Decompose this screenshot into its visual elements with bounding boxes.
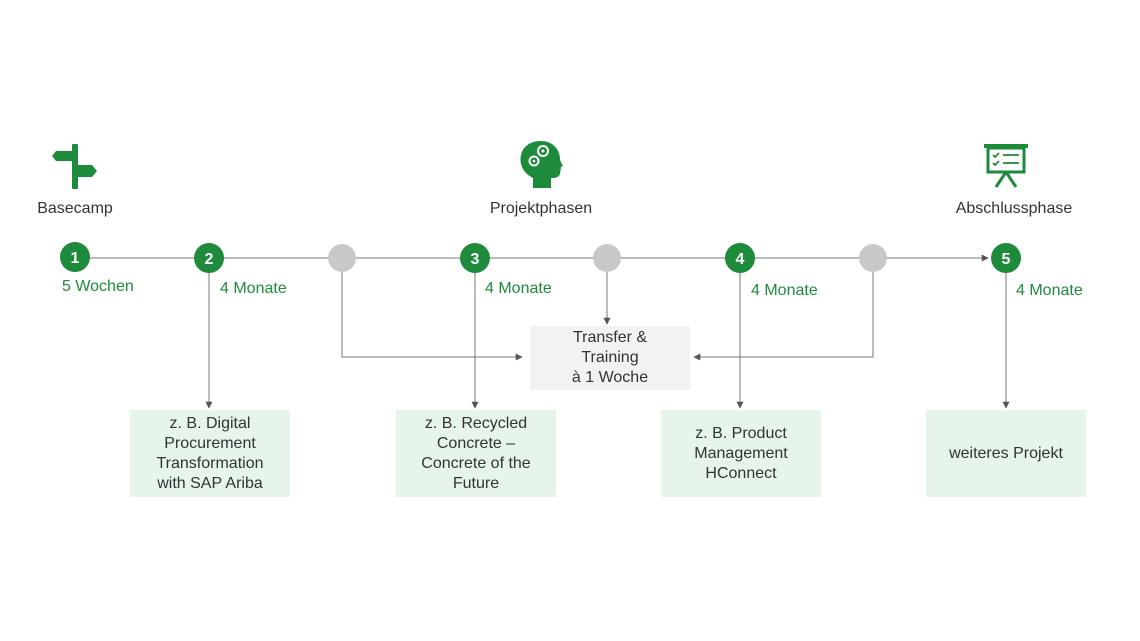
head-gears-icon bbox=[520, 141, 563, 188]
duration-label-2: 4 Monate bbox=[220, 280, 287, 297]
milestone-node-4 bbox=[725, 243, 755, 273]
project-box-2: z. B. Recycled Concrete – Concrete of th… bbox=[396, 410, 556, 497]
intermediate-node bbox=[859, 244, 887, 272]
duration-label-5: 4 Monate bbox=[1016, 282, 1083, 299]
milestone-number-4: 4 bbox=[736, 251, 745, 268]
project-box-text: z. B. Recycled Concrete – Concrete of th… bbox=[421, 414, 531, 492]
project-box-text: weiteres Projekt bbox=[949, 444, 1063, 462]
project-box-text: z. B. Product Management HConnect bbox=[694, 424, 788, 482]
milestone-node-2 bbox=[194, 243, 224, 273]
presentation-board-icon bbox=[984, 144, 1028, 188]
duration-label-4: 4 Monate bbox=[751, 282, 818, 299]
signpost-icon bbox=[52, 144, 97, 189]
connector-transfer-left bbox=[341, 258, 523, 361]
phase-label-projektphasen: Projektphasen bbox=[489, 200, 593, 217]
milestone-number-2: 2 bbox=[205, 251, 214, 268]
phase-label-abschlussphase: Abschlussphase bbox=[955, 200, 1073, 217]
project-box-text: z. B. Digital Procurement Transformation… bbox=[156, 414, 264, 492]
transfer-training-text: Transfer & Training à 1 Woche bbox=[571, 329, 649, 386]
duration-label-3: 4 Monate bbox=[485, 280, 552, 297]
project-box-1: z. B. Digital Procurement Transformation… bbox=[130, 410, 290, 497]
milestone-number-5: 5 bbox=[1002, 251, 1011, 268]
intermediate-node bbox=[328, 244, 356, 272]
milestone-number-3: 3 bbox=[471, 251, 480, 268]
project-box-4: weiteres Projekt bbox=[926, 410, 1086, 497]
milestone-node-5 bbox=[991, 243, 1021, 273]
project-box-3: z. B. Product Management HConnect bbox=[661, 410, 821, 497]
milestone-node-3 bbox=[460, 243, 490, 273]
transfer-training-box: Transfer & Training à 1 Woche bbox=[530, 326, 690, 390]
connector-transfer-right bbox=[693, 258, 874, 361]
duration-label-1: 5 Wochen bbox=[62, 278, 134, 295]
milestone-node-1 bbox=[60, 242, 90, 272]
phase-label-basecamp: Basecamp bbox=[37, 200, 113, 217]
milestone-number-1: 1 bbox=[71, 250, 80, 267]
intermediate-node bbox=[593, 244, 621, 272]
